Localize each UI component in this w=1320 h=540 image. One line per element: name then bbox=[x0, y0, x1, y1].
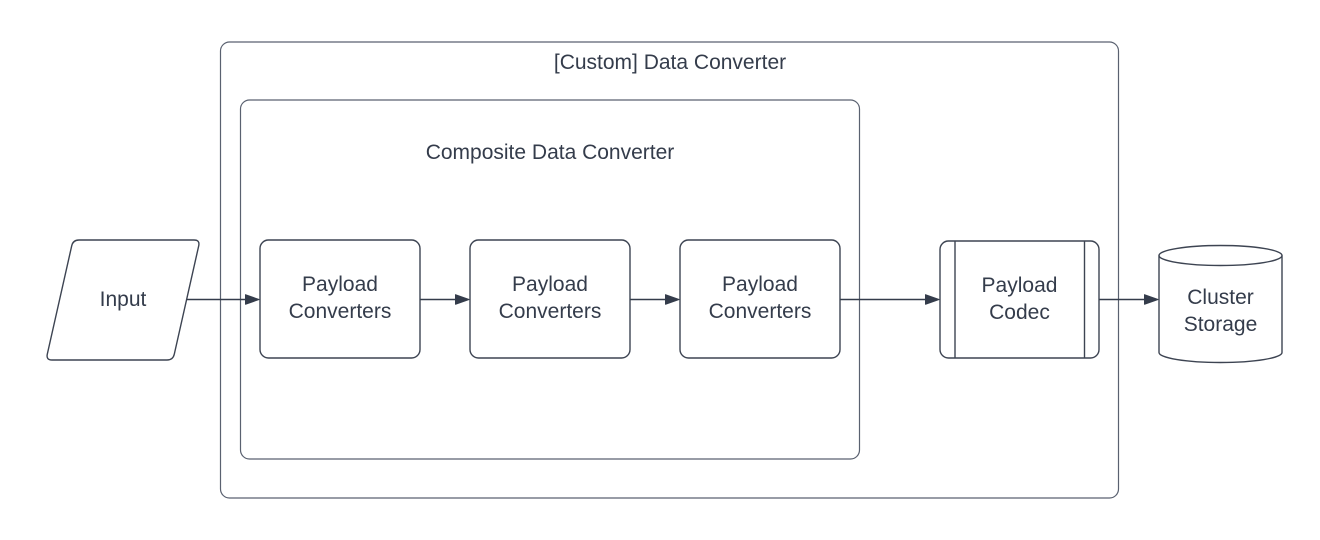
custom-data-converter-container bbox=[219, 41, 1120, 499]
edge-input-to-payload-converters-1 bbox=[186, 294, 260, 305]
payload-converters-2-label: Payload Converters bbox=[498, 273, 602, 323]
custom-data-converter-title: [Custom] Data Converter bbox=[553, 51, 787, 74]
payload-codec-box bbox=[939, 240, 1100, 359]
payload-codec-label: Payload Codec bbox=[981, 273, 1058, 324]
cluster-storage-cylinder bbox=[1158, 244, 1283, 364]
payload-converters-1-box bbox=[259, 239, 421, 359]
edge-payload-converters-3-to-payload-codec bbox=[840, 294, 940, 305]
edge-payload-codec-to-cluster-storage bbox=[1099, 294, 1159, 305]
payload-converters-2-box bbox=[469, 239, 631, 359]
payload-converters-1-label: Payload Converters bbox=[288, 273, 392, 323]
cluster-storage-cylinder-lip bbox=[1158, 255, 1283, 267]
composite-data-converter-title: Composite Data Converter bbox=[425, 141, 675, 164]
payload-converters-3-box bbox=[679, 239, 841, 359]
input-parallelogram bbox=[46, 239, 200, 361]
edge-payload-converters-2-to-3 bbox=[630, 294, 680, 305]
payload-converters-3-label: Payload Converters bbox=[708, 273, 812, 323]
edge-payload-converters-1-to-2 bbox=[420, 294, 470, 305]
composite-data-converter-container bbox=[239, 99, 861, 460]
cluster-storage-label: Cluster Storage bbox=[1183, 285, 1258, 336]
input-node-label: Input bbox=[99, 287, 147, 311]
